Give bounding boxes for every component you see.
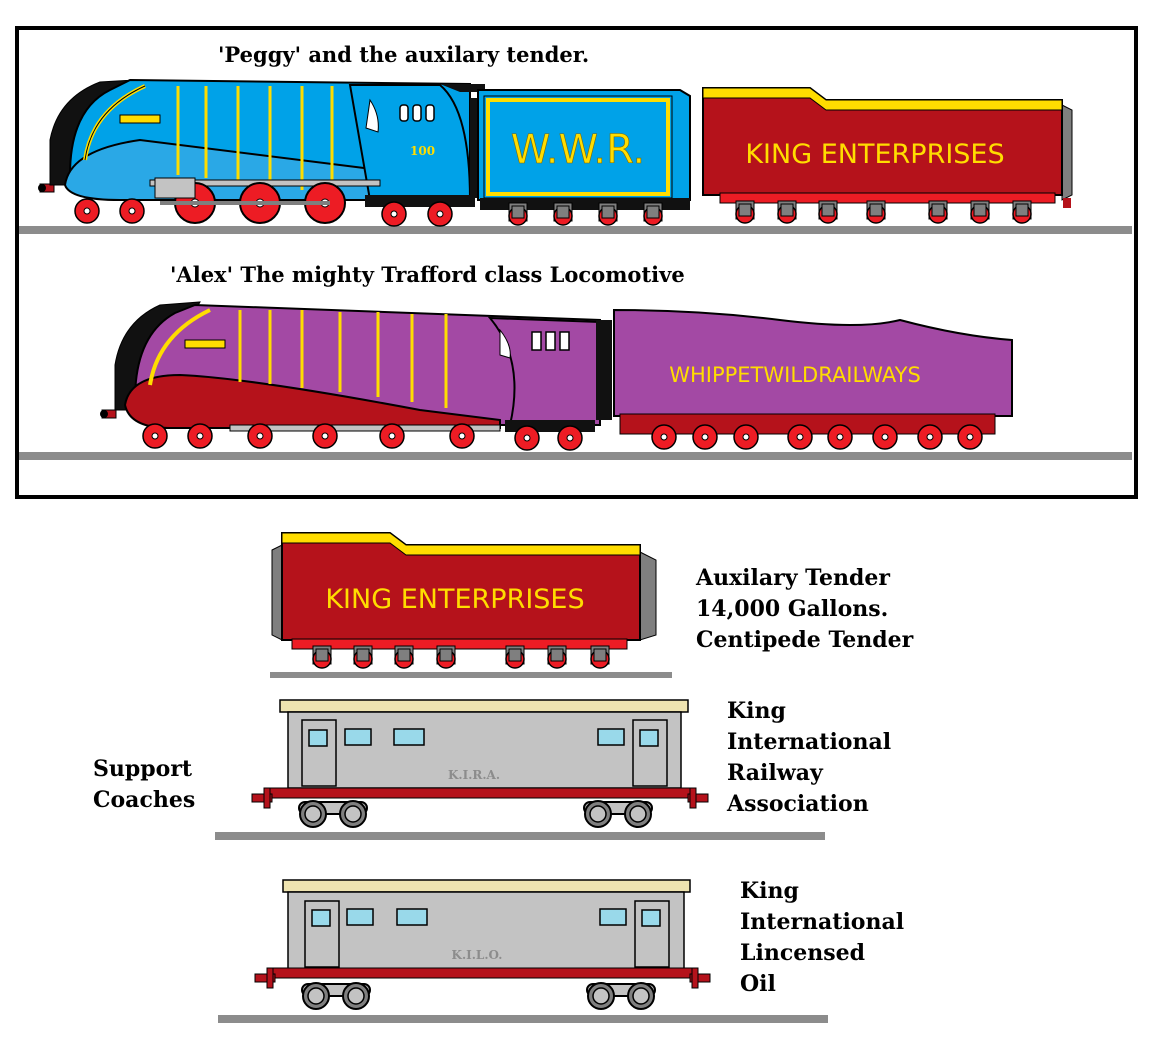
aux-tender-label-line: 14,000 Gallons.	[696, 596, 889, 622]
peggy-caption: 'Peggy' and the auxilary tender.	[218, 42, 589, 67]
aux-tender-label-line: Auxilary Tender	[696, 565, 890, 591]
support-coaches-label-line: Support	[93, 756, 193, 782]
coach-kira-rail	[215, 832, 825, 840]
coach-kilo-label-line: Lincensed	[740, 940, 865, 966]
coach-kira-label-line: International	[727, 729, 892, 755]
coach-kilo-label-line: Oil	[740, 971, 776, 997]
support-coaches-label-line: Coaches	[93, 787, 196, 813]
rail-1	[19, 226, 1132, 234]
support-coaches-label: Support Coaches	[93, 754, 195, 816]
rail-2	[19, 452, 1132, 460]
coach-kira: K.I.R.A.	[215, 699, 825, 840]
coach-kira-label-line: Railway	[727, 760, 823, 786]
coach-kilo-rail	[218, 1015, 828, 1023]
coach-kira-marking: K.I.R.A.	[448, 768, 500, 782]
aux-tender-lettering: KING ENTERPRISES	[325, 584, 584, 615]
peggy-tender: W.W.R.	[470, 89, 691, 226]
aux-tender-rail	[270, 672, 672, 678]
aux-tender-top-lettering: KING ENTERPRISES	[745, 139, 1004, 170]
coach-kilo-label-line: King	[740, 878, 799, 904]
coach-kira-label: King International Railway Association	[727, 696, 891, 820]
peggy-locomotive: 100	[19, 78, 1132, 234]
coach-kira-label-line: King	[727, 698, 786, 724]
aux-tender: KING ENTERPRISES	[270, 532, 672, 678]
peggy-aux-tender: KING ENTERPRISES	[702, 87, 1073, 224]
peggy-number: 100	[410, 144, 435, 158]
alex-caption: 'Alex' The mighty Trafford class Locomot…	[170, 262, 685, 287]
coach-kilo: K.I.L.O.	[218, 879, 828, 1023]
alex-locomotive	[19, 301, 1132, 460]
aux-tender-label: Auxilary Tender 14,000 Gallons. Centiped…	[696, 563, 913, 656]
alex-tender-lettering: WHIPPETWILDRAILWAYS	[669, 363, 921, 387]
coach-kira-label-line: Association	[727, 791, 869, 817]
aux-tender-label-line: Centipede Tender	[696, 627, 914, 653]
wwr-lettering: W.W.R.	[511, 127, 645, 173]
coach-kilo-marking: K.I.L.O.	[452, 948, 503, 962]
alex-tender: WHIPPETWILDRAILWAYS	[613, 308, 1013, 450]
coach-kilo-label: King International Lincensed Oil	[740, 876, 904, 1000]
coach-kilo-label-line: International	[740, 909, 905, 935]
